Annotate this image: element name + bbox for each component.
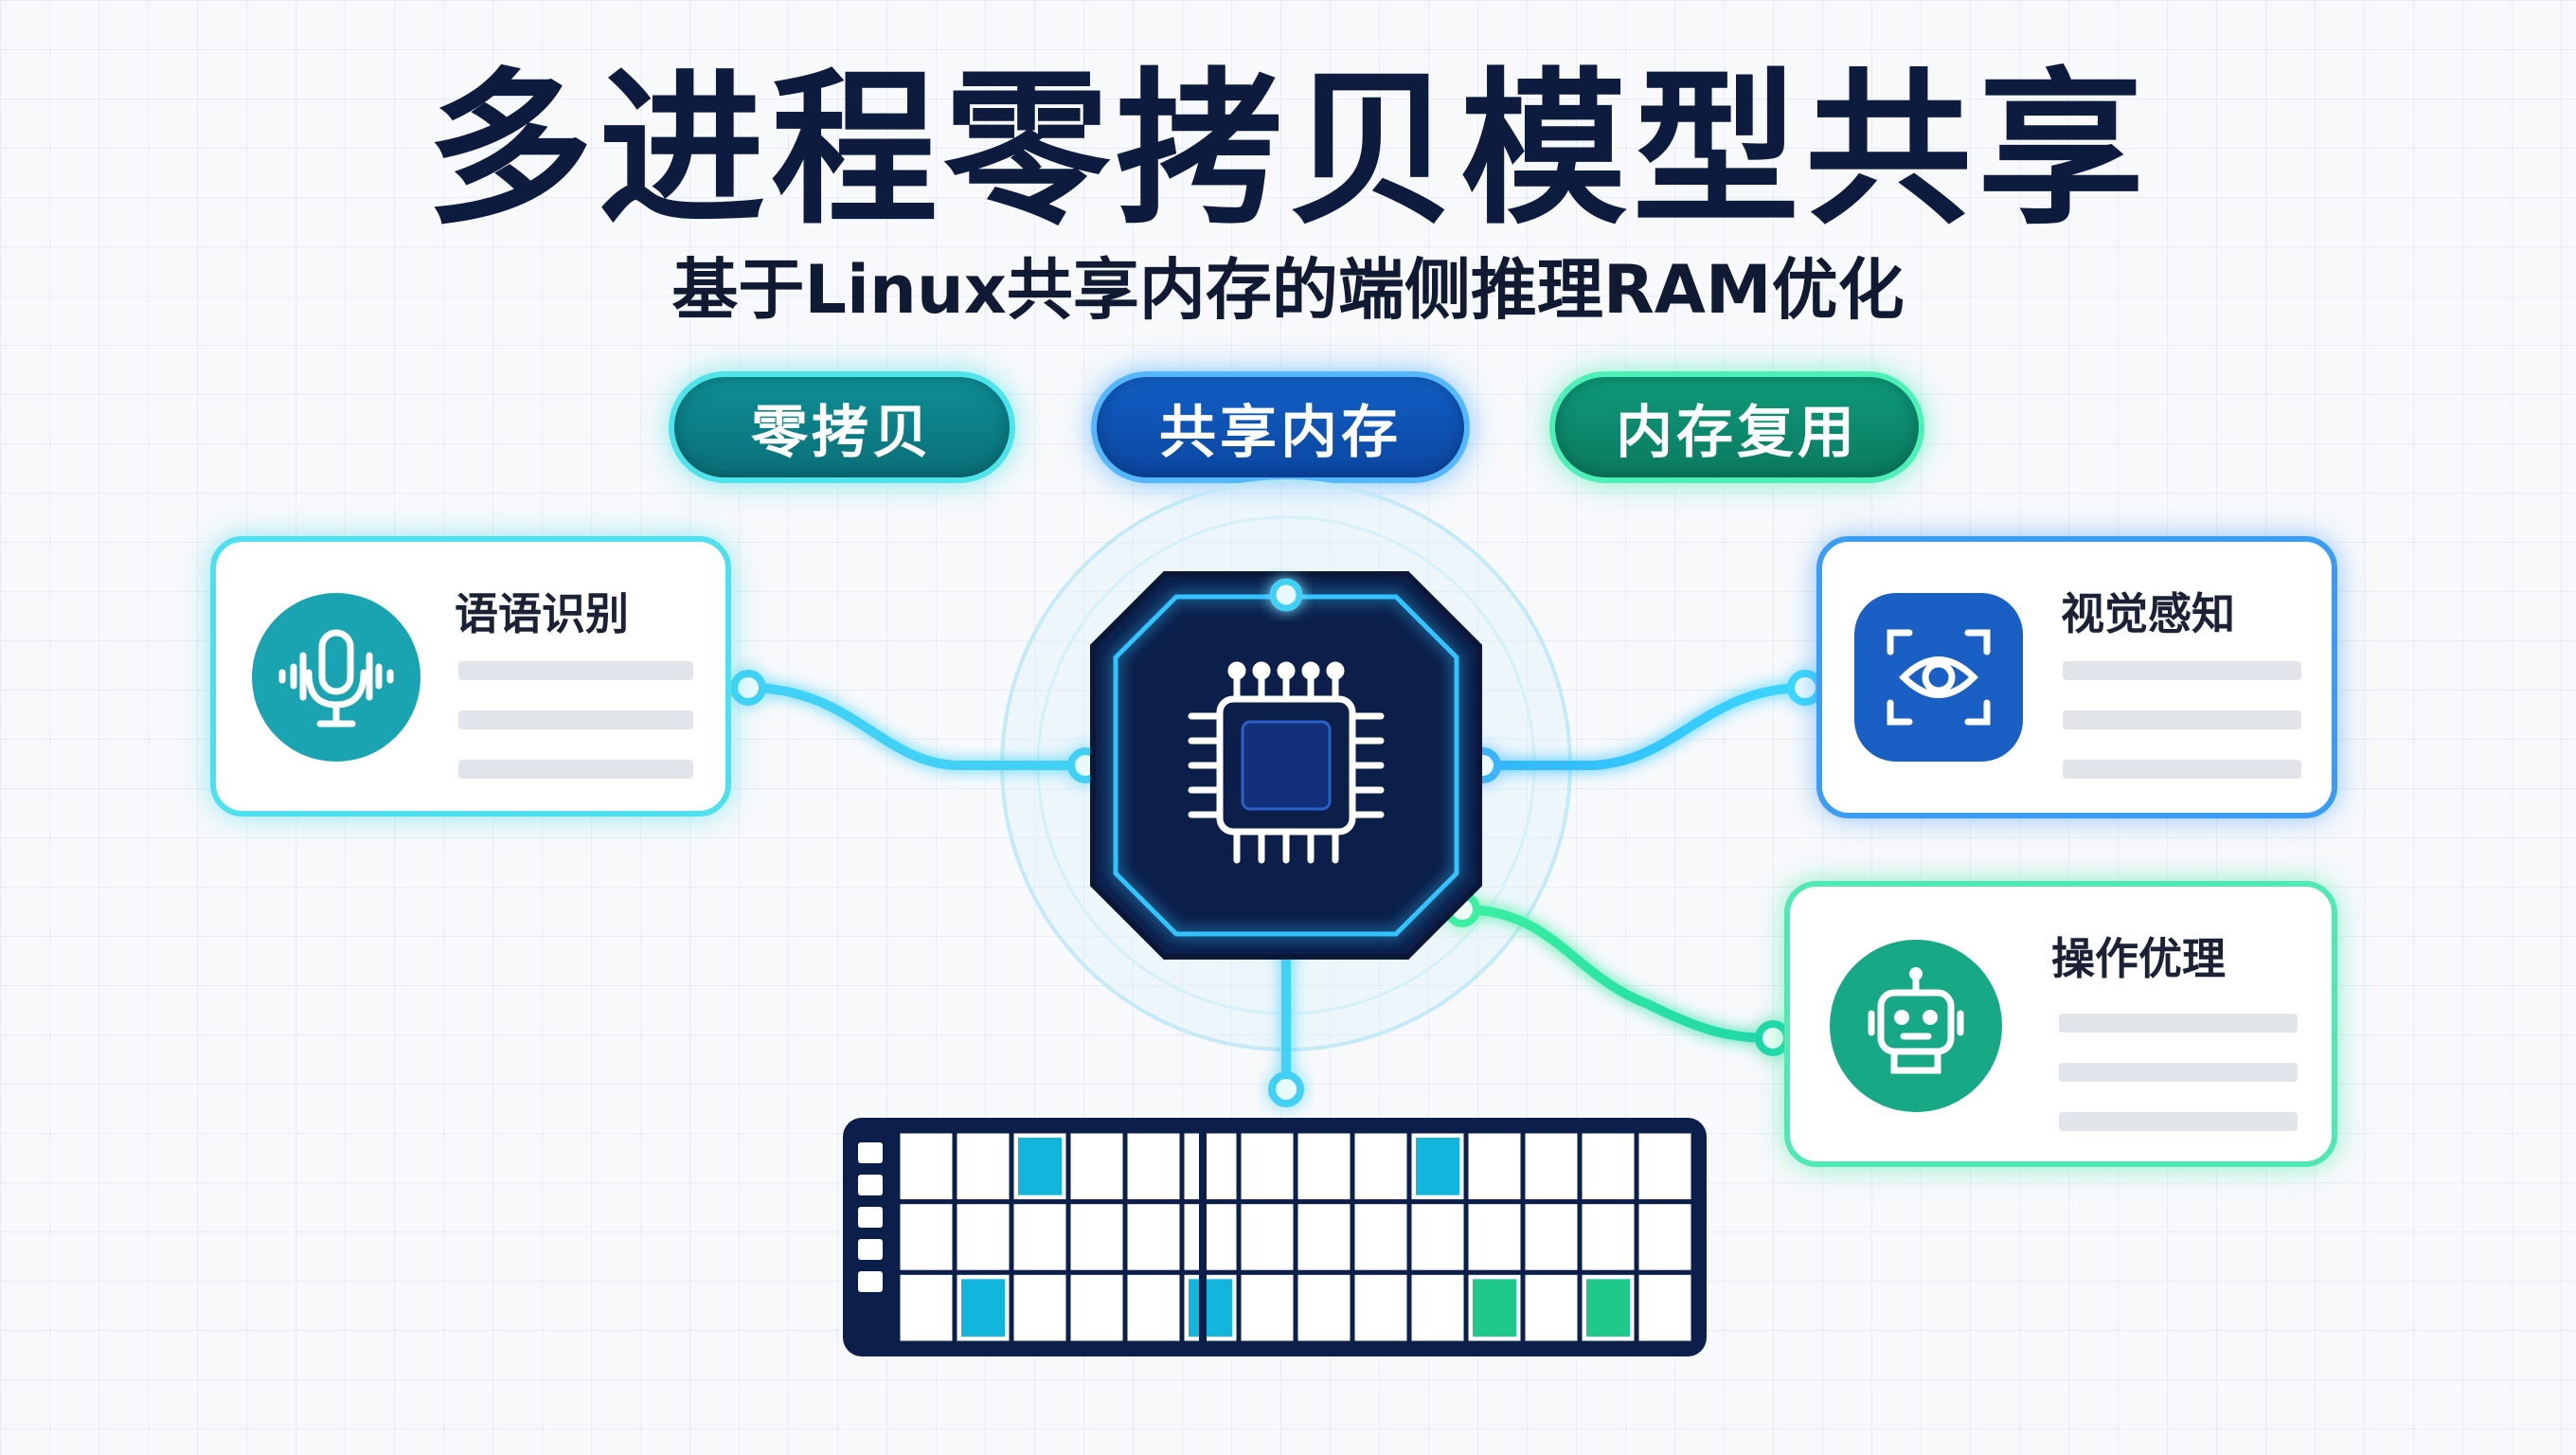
memory-cell xyxy=(1520,1269,1583,1346)
placeholder-line xyxy=(458,710,693,729)
memory-cell xyxy=(952,1128,1014,1205)
memory-cell xyxy=(895,1269,957,1346)
placeholder-line xyxy=(2063,661,2301,680)
module-card-speech: 语语识别 xyxy=(210,536,731,817)
memory-cell xyxy=(895,1199,957,1275)
memory-cell xyxy=(1634,1128,1696,1205)
memory-cell-active xyxy=(1189,1279,1232,1337)
memory-cell xyxy=(1463,1199,1526,1275)
placeholder-line xyxy=(458,760,693,779)
memory-cell xyxy=(1122,1128,1185,1205)
memory-cell-active xyxy=(1018,1138,1062,1195)
placeholder-line xyxy=(2063,710,2301,729)
module-label-vision: 视觉感知 xyxy=(2061,588,2235,639)
memory-cell xyxy=(1520,1128,1583,1205)
memory-cell xyxy=(1406,1269,1469,1346)
placeholder-line xyxy=(2059,1014,2298,1033)
memory-grid-icon xyxy=(843,1118,1707,1356)
memory-cell xyxy=(1236,1269,1298,1346)
memory-cells xyxy=(895,1128,1696,1346)
memory-cell xyxy=(1009,1269,1071,1346)
memory-cell-active xyxy=(1586,1279,1630,1337)
memory-cell xyxy=(1634,1269,1696,1346)
memory-cell xyxy=(1179,1128,1242,1205)
memory-cell xyxy=(1406,1199,1469,1275)
memory-cell xyxy=(1236,1128,1298,1205)
placeholder-line xyxy=(2063,760,2301,779)
memory-cell xyxy=(1065,1269,1128,1346)
memory-cell xyxy=(1577,1199,1639,1275)
microphone-icon xyxy=(252,593,420,762)
eye-scan-icon xyxy=(1854,593,2023,762)
memory-cell xyxy=(1122,1269,1185,1346)
diagram-subtitle: 基于Linux共享内存的端侧推理RAM优化 xyxy=(671,251,1905,329)
memory-cell-active xyxy=(1416,1138,1459,1195)
memory-cell xyxy=(952,1199,1014,1275)
memory-cell xyxy=(1009,1199,1071,1275)
memory-cell-active xyxy=(1473,1279,1516,1337)
memory-cell xyxy=(1065,1199,1128,1275)
memory-cell xyxy=(1350,1128,1412,1205)
module-label-action: 操作优理 xyxy=(2051,933,2226,984)
module-card-vision: 视觉感知 xyxy=(1816,536,2337,818)
memory-cell-active xyxy=(961,1279,1005,1337)
memory-cell xyxy=(1293,1269,1355,1346)
tag-zero-copy: 零拷贝 xyxy=(669,371,1015,483)
memory-cell xyxy=(1179,1199,1242,1275)
memory-cell xyxy=(1293,1128,1355,1205)
memory-cell xyxy=(1065,1128,1128,1205)
robot-icon xyxy=(1830,940,2002,1112)
memory-cell xyxy=(1236,1199,1298,1275)
memory-cell xyxy=(1463,1128,1526,1205)
tag-memory-reuse: 内存复用 xyxy=(1549,371,1924,483)
placeholder-line xyxy=(2059,1063,2298,1082)
memory-cell xyxy=(1577,1128,1639,1205)
module-label-speech: 语语识别 xyxy=(455,588,629,639)
memory-cell xyxy=(1293,1199,1355,1275)
memory-cell xyxy=(1634,1199,1696,1275)
module-card-action: 操作优理 xyxy=(1784,881,2337,1167)
cpu-chip-icon xyxy=(1090,571,1482,960)
memory-cell xyxy=(1122,1199,1185,1275)
memory-cell xyxy=(895,1128,957,1205)
memory-cell xyxy=(1520,1199,1583,1275)
placeholder-line xyxy=(458,661,693,680)
memory-cell xyxy=(1350,1269,1412,1346)
diagram-title: 多进程零拷贝模型共享 xyxy=(425,53,2150,247)
memory-cell xyxy=(1350,1199,1412,1275)
placeholder-line xyxy=(2059,1112,2298,1131)
tag-shared-memory: 共享内存 xyxy=(1091,371,1470,483)
